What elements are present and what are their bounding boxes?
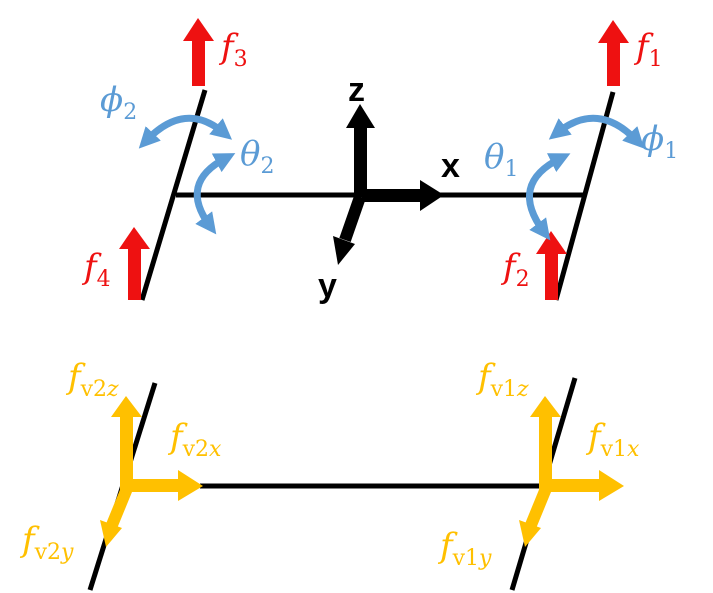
thrust-arrow-f2 [536,231,567,300]
label-f3: f3 [218,27,248,72]
force-triad-v1 [519,396,624,547]
thrust-arrow-f1 [598,20,629,86]
rotation-arc-theta1 [526,153,571,241]
label-theta2: θ2 [240,134,274,179]
rotation-arc-phi1 [548,114,645,149]
label-fv2y: fv2y [19,520,74,565]
axis-x-label: x [441,147,460,185]
rotation-arc-theta2 [193,153,236,235]
force-triad-v2 [100,396,203,547]
axis-z-arrow [346,104,375,195]
axis-z-label: z [348,71,365,109]
label-theta1: θ1 [484,137,518,182]
label-fv2x: fv2x [167,417,222,462]
label-f1: f1 [633,27,663,72]
rotation-arc-phi2 [138,114,233,149]
thrust-arrow-f4 [119,227,150,300]
label-f2: f2 [500,247,530,292]
label-phi1: ϕ1 [641,119,678,164]
thrust-arrow-f3 [183,18,214,86]
axis-y-label: y [318,267,337,305]
axis-y-arrow [333,195,366,265]
label-fv1y: fv1y [437,526,492,571]
label-fv1z: fv1z [475,357,529,402]
axis-x-arrow [362,180,444,211]
label-fv2z: fv2z [65,357,119,402]
label-fv1x: fv1x [585,417,640,462]
label-phi2: ϕ2 [100,80,137,125]
label-f4: f4 [81,247,111,292]
